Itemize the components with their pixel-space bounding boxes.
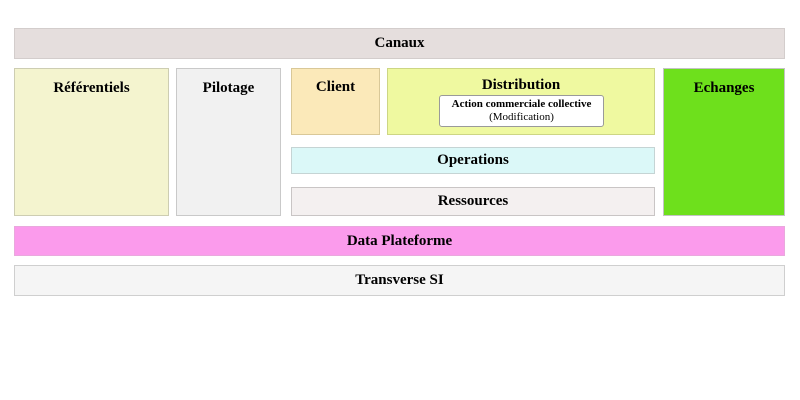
layer-canaux[interactable]: Canaux [14, 28, 785, 59]
callout-action-commerciale-collective[interactable]: Action commerciale collective (Modificat… [439, 95, 604, 128]
band-operations-label: Operations [437, 152, 509, 169]
column-client-label: Client [315, 79, 356, 95]
column-echanges-label: Echanges [693, 80, 755, 96]
band-ressources-label: Ressources [437, 193, 509, 210]
band-operations[interactable]: Operations [291, 147, 655, 174]
column-referentiels[interactable]: Référentiels [14, 68, 169, 216]
layer-transverse-si[interactable]: Transverse SI [14, 265, 785, 296]
layer-data-plateforme[interactable]: Data Plateforme [14, 226, 785, 256]
column-distribution-label: Distribution [481, 77, 561, 93]
column-echanges[interactable]: Echanges [663, 68, 785, 216]
callout-main-label: Action commerciale collective [451, 98, 592, 110]
column-distribution[interactable]: Distribution Action commerciale collecti… [387, 68, 655, 135]
layer-transverse-si-label: Transverse SI [355, 272, 444, 289]
column-pilotage-label: Pilotage [202, 80, 255, 96]
column-client[interactable]: Client [291, 68, 380, 135]
layer-canaux-label: Canaux [374, 35, 425, 52]
band-ressources[interactable]: Ressources [291, 187, 655, 216]
column-referentiels-label: Référentiels [53, 80, 130, 96]
layer-data-plateforme-label: Data Plateforme [346, 232, 453, 249]
column-pilotage[interactable]: Pilotage [176, 68, 281, 216]
callout-sub-label: (Modification) [489, 110, 554, 123]
